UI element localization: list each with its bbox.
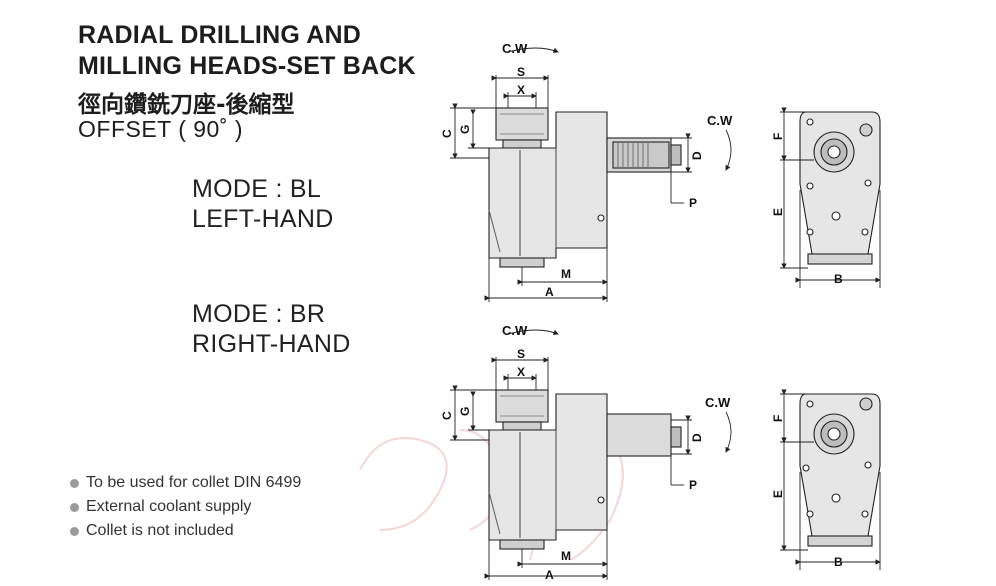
- mode-bl-block: MODE : BL LEFT-HAND: [192, 174, 334, 234]
- mode-br-hand: RIGHT-HAND: [192, 330, 351, 358]
- title-line-1: RADIAL DRILLING AND: [78, 21, 361, 49]
- dimensions-br: [450, 329, 732, 580]
- feature-item: Collet is not included: [70, 519, 301, 543]
- bullet-icon: [70, 502, 79, 512]
- side-view-bl: [488, 107, 682, 268]
- g-label: G: [458, 125, 472, 134]
- front-view-bl: [799, 111, 881, 265]
- a-label: A: [545, 285, 554, 299]
- e-label: E: [771, 490, 785, 498]
- cw-side-label: C.W: [705, 395, 731, 410]
- dimensions-bl: [450, 47, 732, 302]
- feature-item: External coolant supply: [70, 495, 301, 519]
- dimension-labels-front-bl: F E B: [771, 133, 843, 286]
- x-label: X: [517, 365, 525, 379]
- bullet-icon: [70, 526, 79, 536]
- s-label: S: [517, 347, 525, 361]
- chinese-title: 徑向鑽銑刀座-後縮型: [78, 92, 295, 118]
- dimensions-front-br: [780, 389, 881, 570]
- p-label: P: [689, 196, 697, 210]
- m-label: M: [561, 267, 571, 281]
- title-line-2: MILLING HEADS-SET BACK: [78, 52, 416, 80]
- m-label: M: [561, 549, 571, 563]
- bullet-icon: [70, 478, 79, 488]
- side-view-br: [488, 389, 682, 550]
- p-label: P: [689, 478, 697, 492]
- b-label: B: [834, 555, 843, 569]
- f-label: F: [771, 133, 785, 140]
- b-label: B: [834, 272, 843, 286]
- cw-side-label: C.W: [707, 113, 733, 128]
- feature-list: To be used for collet DIN 6499 External …: [70, 471, 301, 543]
- front-view-br: [799, 393, 881, 547]
- mode-br-label: MODE : BR: [192, 300, 326, 328]
- s-label: S: [517, 65, 525, 79]
- feature-item: To be used for collet DIN 6499: [70, 471, 301, 495]
- page-title: RADIAL DRILLING AND MILLING HEADS-SET BA…: [78, 20, 416, 82]
- f-label: F: [771, 415, 785, 422]
- g-label: G: [458, 407, 472, 416]
- a-label: A: [545, 568, 554, 582]
- dimension-labels-br: C.W S X C G C.W D P M A: [440, 323, 731, 582]
- c-label: C: [440, 129, 454, 138]
- mode-bl-hand: LEFT-HAND: [192, 205, 334, 233]
- d-label: D: [690, 151, 704, 160]
- offset-label: OFFSET ( 90˚ ): [78, 116, 244, 142]
- dimension-labels-front-br: F E B: [771, 415, 843, 569]
- d-label: D: [690, 433, 704, 442]
- dimension-labels-bl: C.W S X C G C.W D P M A: [440, 41, 733, 299]
- c-label: C: [440, 411, 454, 420]
- cw-label: C.W: [502, 323, 528, 338]
- mode-br-block: MODE : BR RIGHT-HAND: [192, 299, 351, 359]
- cw-label: C.W: [502, 41, 528, 56]
- dimensions-front-bl: [780, 107, 881, 288]
- e-label: E: [771, 208, 785, 216]
- mode-bl-label: MODE : BL: [192, 175, 322, 203]
- x-label: X: [517, 83, 525, 97]
